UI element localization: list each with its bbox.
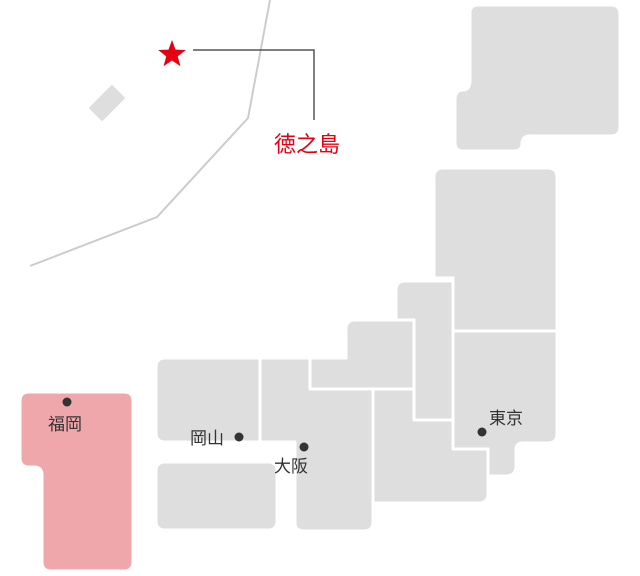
marker-leader-line: [193, 49, 315, 120]
region-hokkaido: [453, 3, 622, 153]
city-label-okayama: 岡山: [190, 429, 224, 449]
region-shikoku: [154, 460, 279, 532]
city-dot-fukuoka: [62, 397, 72, 407]
city-dot-okayama: [234, 432, 244, 442]
region-kanto: [451, 329, 559, 478]
city-dot-tokyo: [477, 427, 487, 437]
region-kinki: [258, 356, 375, 533]
inset-divider-line: [29, 0, 271, 267]
region-inset-island: [86, 82, 128, 124]
city-label-osaka: 大阪: [274, 457, 308, 477]
region-chubu-south: [371, 387, 490, 505]
city-label-fukuoka: 福岡: [48, 415, 82, 435]
region-kyushu: [18, 390, 135, 573]
city-dot-osaka: [299, 442, 309, 452]
city-label-tokyo: 東京: [489, 409, 523, 429]
marker-label-tokunoshima: 徳之島: [274, 133, 340, 158]
region-chubu-central: [308, 318, 416, 391]
star-icon: [158, 40, 186, 67]
region-chugoku: [154, 356, 262, 444]
